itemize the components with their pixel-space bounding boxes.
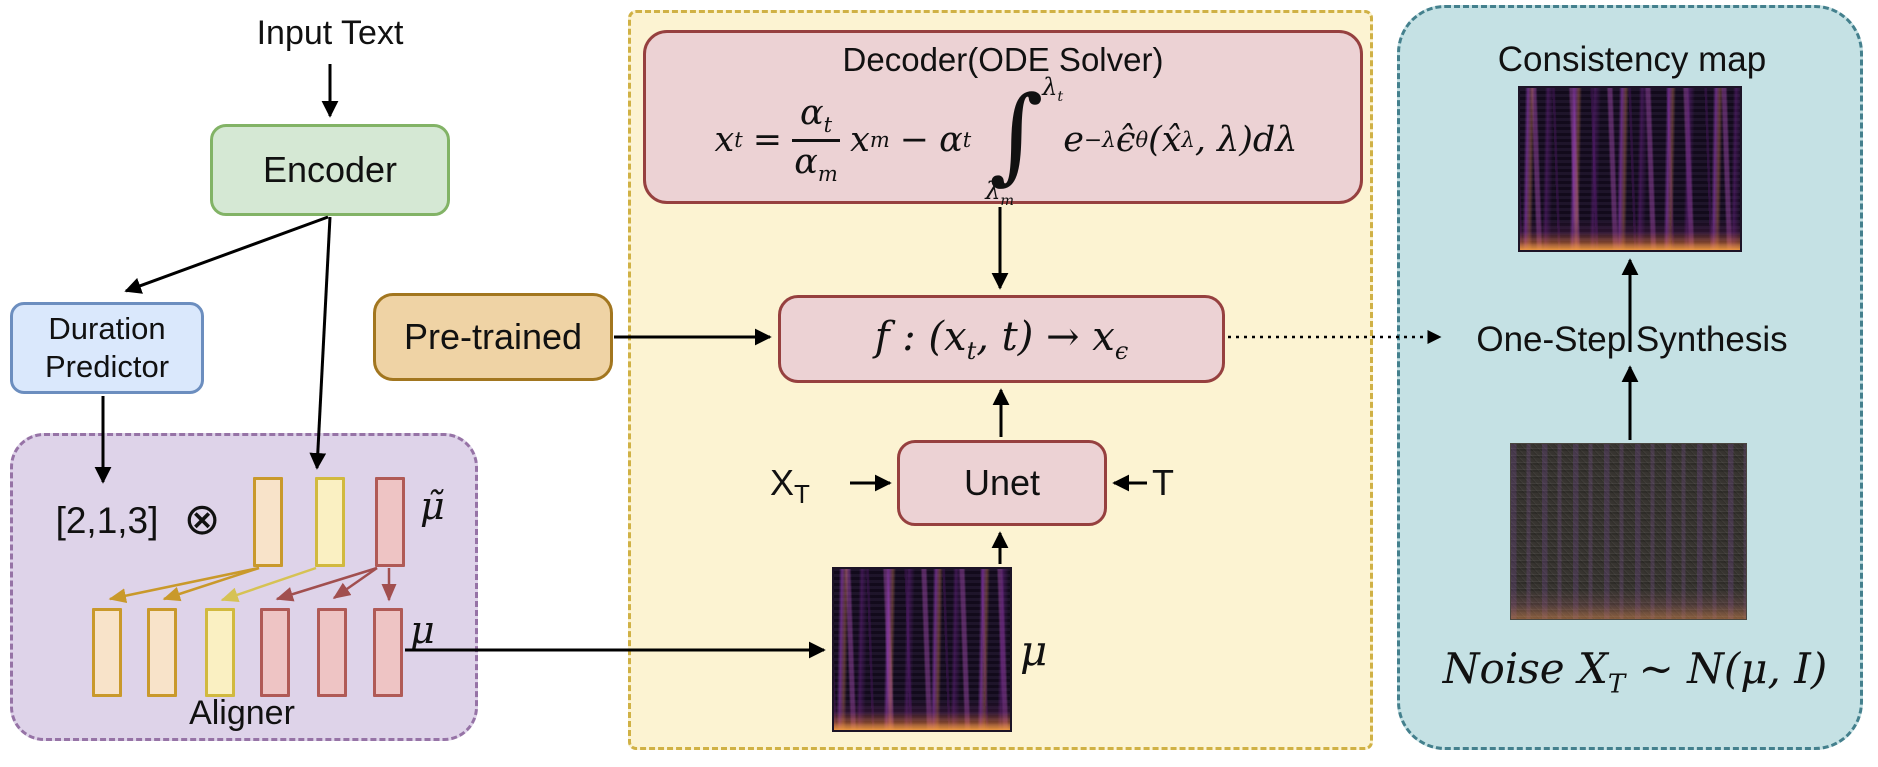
frame-bar-6 <box>373 608 403 697</box>
noise-spectrogram-image <box>1510 443 1747 620</box>
alpha-fraction: αt αm <box>792 95 841 185</box>
duration-predictor-label-line2: Predictor <box>44 349 170 384</box>
input-text-label: Input Text <box>256 14 404 52</box>
mu-spectrogram-image <box>832 567 1012 732</box>
durations-vector-label: [2,1,3] <box>55 500 159 541</box>
duration-predictor-box: Duration Predictor <box>10 302 204 394</box>
decoder-title: Decoder(ODE Solver) <box>842 41 1164 78</box>
phoneme-bar-3 <box>375 477 405 567</box>
mu-label-aligner: μ <box>410 608 435 652</box>
unet-label: Unet <box>963 462 1041 503</box>
otimes-icon: ⊗ <box>183 495 221 544</box>
frame-bar-2 <box>147 608 177 697</box>
encoder-label: Encoder <box>262 149 398 190</box>
consistency-function-label: f : (xt, t) → xϵ <box>874 313 1129 365</box>
one-step-synthesis-label: One-Step Synthesis <box>1476 320 1788 359</box>
encoder-box: Encoder <box>210 124 450 216</box>
xt-input-label: XT <box>770 462 810 510</box>
unet-box: Unet <box>897 440 1107 526</box>
t-input-label: T <box>1152 462 1174 503</box>
frame-bar-3 <box>205 608 235 697</box>
duration-predictor-label-line1: Duration <box>48 310 166 346</box>
frame-bar-4 <box>260 608 290 697</box>
consistency-map-label: Consistency map <box>1497 40 1767 79</box>
noise-distribution-label: Noise XT ∼ N(μ, I) <box>1442 644 1828 700</box>
mu-label-spectrogram: μ <box>1020 626 1048 675</box>
consistency-function-box: f : (xt, t) → xϵ <box>778 295 1225 383</box>
aligner-label: Aligner <box>189 694 295 732</box>
consistency-map-spectrogram-image <box>1518 86 1742 252</box>
phoneme-bar-2 <box>315 477 345 567</box>
phoneme-bar-1 <box>253 477 283 567</box>
pretrained-label: Pre-trained <box>403 316 583 357</box>
mu-tilde-label: μ̃ <box>420 484 445 528</box>
pretrained-box: Pre-trained <box>373 293 613 381</box>
integral: ∫ λt λm <box>985 73 1064 209</box>
frame-bar-1 <box>92 608 122 697</box>
frame-bar-5 <box>317 608 347 697</box>
